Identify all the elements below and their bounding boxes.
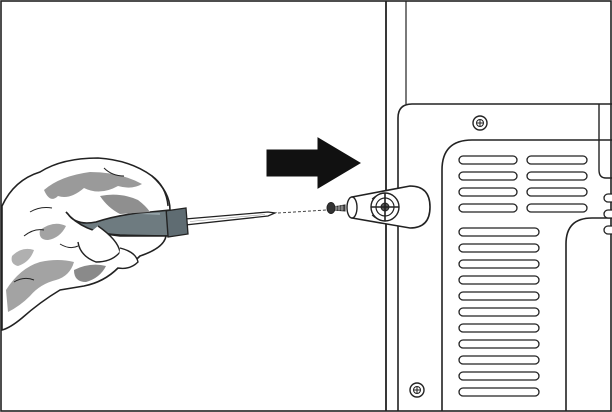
phillips-screw-icon	[472, 115, 488, 131]
screw-icon	[326, 202, 346, 214]
vent-plate-outline	[441, 139, 612, 411]
bracket-icon	[346, 185, 431, 229]
panel-outer-edge	[397, 103, 612, 411]
alignment-guide-line	[277, 209, 327, 214]
panel-raised-area	[565, 217, 612, 411]
arrow-right-icon	[266, 137, 361, 189]
panel-corner-tab	[598, 104, 612, 179]
hand-icon	[1, 157, 171, 332]
dryer-back-panel	[397, 1, 612, 411]
phillips-screw-icon	[409, 382, 425, 398]
vent-slots	[458, 155, 612, 397]
